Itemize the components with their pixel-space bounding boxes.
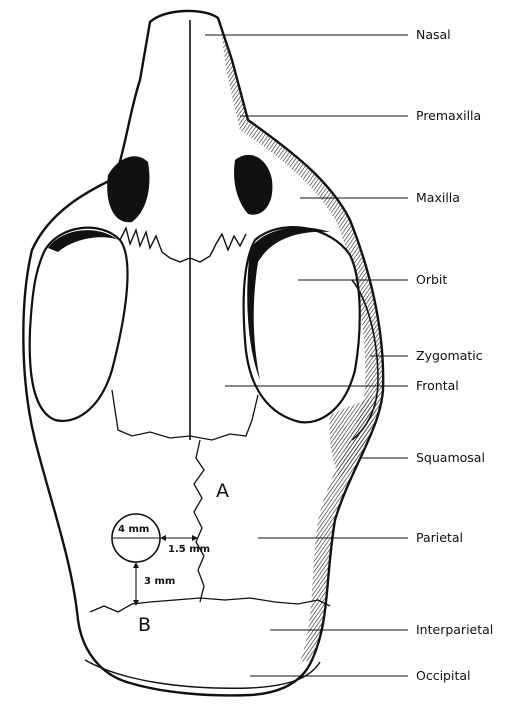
label-parietal: Parietal (416, 530, 463, 545)
measure-lateral-offset: 1.5 mm (168, 544, 210, 555)
label-interparietal: Interparietal (416, 622, 493, 637)
label-premaxilla: Premaxilla (416, 108, 481, 123)
label-zygomatic: Zygomatic (416, 348, 483, 363)
label-orbit: Orbit (416, 272, 447, 287)
label-occipital: Occipital (416, 668, 471, 683)
label-nasal: Nasal (416, 27, 451, 42)
region-a-label: A (216, 480, 229, 502)
measure-circle-diameter: 4 mm (118, 524, 149, 535)
measure-posterior-offset: 3 mm (144, 576, 175, 587)
label-frontal: Frontal (416, 378, 459, 393)
region-b-label: B (138, 614, 151, 636)
label-maxilla: Maxilla (416, 190, 460, 205)
label-squamosal: Squamosal (416, 450, 485, 465)
